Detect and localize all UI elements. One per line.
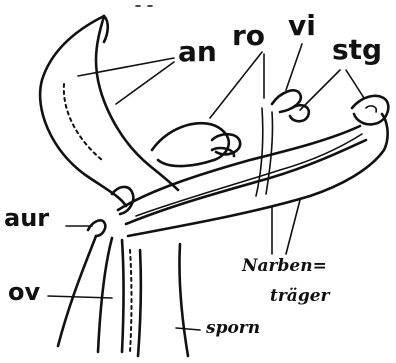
stigma-tip [352, 96, 388, 125]
ovary-and-spur [58, 236, 188, 356]
hood-petal [40, 16, 178, 206]
label-sporn: sporn [206, 320, 260, 337]
rostellum [152, 123, 240, 166]
label-narbentraeger-line1: Narben= [242, 258, 327, 275]
label-aur: aur [4, 206, 49, 230]
label-ro: ro [232, 22, 265, 50]
label-an: an [178, 38, 217, 66]
label-narbentraeger-line2: träger [270, 288, 329, 305]
label-ov: ov [8, 280, 40, 304]
auricle [88, 187, 133, 236]
label-stg: stg [332, 36, 382, 64]
column-body [118, 114, 388, 236]
label-vi: vi [288, 12, 316, 40]
